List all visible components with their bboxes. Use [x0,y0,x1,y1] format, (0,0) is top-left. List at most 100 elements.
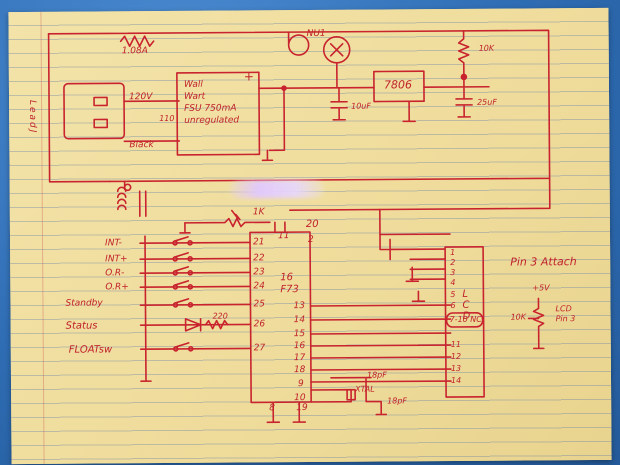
label-120v: 120V [128,92,153,103]
ic-body [249,231,312,404]
power-section [47,29,551,236]
label-25uf: 25uF [477,97,497,107]
label-lcd5: 5 [450,289,456,300]
label-110: 110 [159,113,175,124]
label-plus: + [243,69,254,84]
left-loop-wire [47,33,111,183]
cap-25uf-symbol [423,85,490,118]
label-pin8: 8 [269,403,275,414]
crystal-caps [330,376,388,416]
label-ic-name: 16 F73 [280,272,299,296]
wart-ground [261,149,274,162]
sw-lever [174,252,189,258]
label-pin14: 14 [293,315,306,326]
label-int-minus: INT- [105,238,122,249]
plug-slot-upper [93,96,108,107]
label-pin25: 25 [253,299,265,310]
lcd-left-wires [389,248,447,281]
label-pin17: 17 [293,353,306,364]
rb-wire-13 [309,304,452,307]
lcd-grounds [405,266,426,303]
relay-core [138,190,147,217]
graph-paper-sheet: 1.08A NU1 10K LeadJ 120V 110 Wall Wart F… [8,7,612,465]
status-resistor [204,319,229,330]
plug-slot-lower [93,118,109,129]
regulator-ground [402,100,417,123]
status-led [184,317,202,332]
label-pin9: 9 [297,379,304,390]
lcd-nc-oval [445,312,484,328]
label-pin27: 27 [253,343,266,354]
relay-terminal [123,183,132,192]
rb-wire-15 [309,332,452,335]
label-220: 220 [212,311,228,321]
lcd-vcc [379,233,391,261]
label-pin21: 21 [253,237,265,248]
sw-lever [174,236,189,242]
label-xtal: XTAL [355,384,375,394]
top-loop-wire [47,29,551,183]
feed-wire [268,87,286,152]
label-lcd3: 3 [450,267,456,278]
label-pin18: 18 [293,365,306,376]
label-pin3-attach: Pin 3 Attach [510,255,577,269]
float-lever [174,342,190,348]
label-lcd6: 6 [450,300,456,311]
ic-top-wires [274,208,451,236]
label-lead-vertical: LeadJ [27,99,38,135]
label-18pf-top: 18pF [366,370,387,380]
label-pin26: 26 [253,319,266,330]
label-ovr-plus: O.R+ [105,282,129,293]
label-pin22: 22 [253,253,265,264]
label-lcd11: 11 [450,339,461,350]
label-pot-10k: 10K [510,312,527,322]
label-float-sw: FLOATsw [68,344,113,356]
lamp-cross [329,42,344,57]
label-pin15: 15 [293,329,306,340]
ic-section [139,231,545,424]
label-status: Status [65,320,98,332]
label-lcd4: 4 [450,277,456,288]
regulator-box [373,70,425,103]
sw-contact [187,240,193,246]
label-wall-wart: Wall Wart FSU 750mA unregulated [183,79,240,126]
label-pot-1k: 1K [252,207,265,218]
light-glare [229,179,325,199]
schematic-drawing [47,29,551,424]
sw-contact [187,302,194,308]
label-lcd14: 14 [450,375,462,386]
label-pin19: 19 [296,403,308,414]
sw-lever [174,298,190,304]
label-top-resistor: 1.08A [121,46,148,57]
pot-ground [179,222,191,234]
sw-lever [174,266,190,272]
label-pin11: 11 [277,231,290,242]
label-lcd1: 1 [450,247,456,258]
rb-wire-16 [309,344,452,347]
label-lcd-pin3: LCD Pin 3 [555,304,576,324]
label-pin16: 16 [293,341,306,352]
top-resistor [119,35,155,48]
sw-contact [187,284,194,290]
sw-contact [187,270,194,276]
label-pin10: 10 [294,393,306,404]
label-pin20: 20 [305,218,319,231]
label-black: Black [129,140,154,151]
cap-10uf-symbol [330,86,348,121]
label-pin23: 23 [253,267,265,278]
crystal-body [346,388,356,401]
crystal-wires [310,388,352,403]
label-nu1: NU1 [306,28,326,40]
plug-to-wart-wires [123,100,181,143]
float-contact [187,346,194,352]
switch-nu1 [287,31,310,56]
switch-lines-2 [139,303,252,350]
label-lcd-nc: 7-10 NC [449,314,482,325]
resistor-10k-top [457,30,470,88]
label-pin13: 13 [293,301,305,312]
switch-ground-bus [140,235,152,382]
label-18pf-right: 18pF [387,396,408,406]
switch-lines-1 [139,241,252,288]
label-lcd13: 13 [450,363,462,374]
